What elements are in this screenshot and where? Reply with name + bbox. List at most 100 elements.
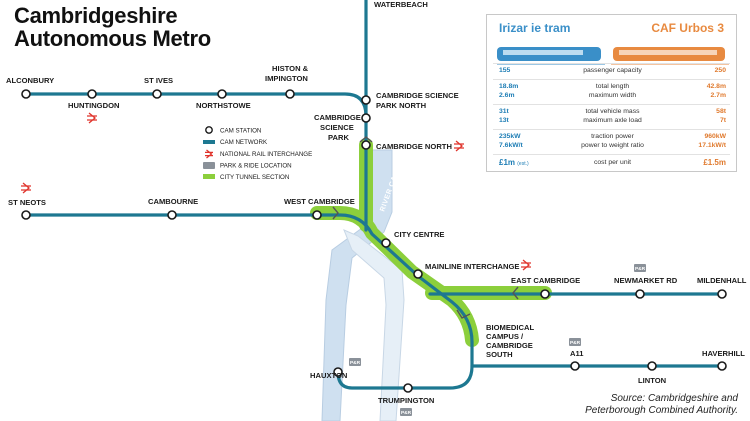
- irizar-tram-icon: [497, 47, 605, 65]
- label-east-cambridge: EAST CAMBRIDGE: [511, 276, 580, 285]
- label-science-park-3: PARK: [328, 133, 349, 142]
- svg-text:P&R: P&R: [635, 266, 646, 272]
- legend-tunnel-label: CITY TUNNEL SECTION: [220, 174, 289, 181]
- station-northstowe[interactable]: [217, 89, 227, 99]
- station-hauxton[interactable]: [333, 367, 343, 377]
- label-northstowe: NORTHSTOWE: [196, 101, 251, 110]
- label-science-park-2: SCIENCE: [320, 123, 354, 132]
- spec-left-value: 7.6kW/t: [499, 142, 523, 149]
- station-west-cambridge[interactable]: [312, 210, 322, 220]
- spec-right-value: 250: [714, 67, 726, 74]
- spec-left-value: 31t: [499, 108, 509, 115]
- label-cambridge-north: CAMBRIDGE NORTH: [376, 142, 452, 151]
- label-west-cambridge: WEST CAMBRIDGE: [284, 197, 355, 206]
- rail-icon-mainline: [521, 259, 531, 271]
- label-st-ives: ST IVES: [144, 76, 173, 85]
- label-biomedical-4: SOUTH: [486, 350, 513, 359]
- title-line-1: Cambridgeshire: [14, 3, 178, 28]
- legend-network-label: CAM NETWORK: [220, 139, 268, 146]
- station-newmarket[interactable]: [635, 289, 645, 299]
- label-mildenhall: MILDENHALL: [697, 276, 747, 285]
- park-ride-icon: P&R: [400, 408, 412, 416]
- spec-left-value: 13t: [499, 117, 509, 124]
- legend-network-swatch: [203, 140, 215, 144]
- spec-right-value: 17.1kW/t: [698, 142, 726, 149]
- label-a11: A11: [570, 349, 584, 358]
- station-east-cambridge[interactable]: [540, 289, 550, 299]
- legend-tunnel-swatch: [203, 174, 215, 179]
- label-st-neots: ST NEOTS: [8, 198, 46, 207]
- legend-station-label: CAM STATION: [220, 128, 261, 135]
- label-newmarket: NEWMARKET RD: [614, 276, 678, 285]
- station-cambridge-north[interactable]: [361, 140, 371, 150]
- divider: [493, 63, 730, 64]
- station-alconbury[interactable]: [21, 89, 31, 99]
- label-science-park-1: CAMBRIDGE: [314, 113, 361, 122]
- title-line-2: Autonomous Metro: [14, 26, 211, 51]
- spec-right-value: 58t: [716, 108, 726, 115]
- label-cambourne: CAMBOURNE: [148, 197, 198, 206]
- river-corridor: [343, 229, 405, 421]
- divider: [493, 129, 730, 130]
- source-line-2: Peterborough Combined Authority.: [585, 405, 738, 416]
- label-waterbeach: WATERBEACH: [374, 0, 428, 9]
- station-science-park[interactable]: [361, 113, 371, 123]
- legend-station-icon: [205, 126, 213, 134]
- left-vehicle-name: Irizar ie tram: [499, 21, 571, 35]
- spec-metric: passenger capacity: [583, 67, 642, 74]
- station-st-ives[interactable]: [152, 89, 162, 99]
- legend-rail-label: NATIONAL RAIL INTERCHANGE: [220, 151, 312, 158]
- label-city-centre: CITY CENTRE: [394, 230, 445, 239]
- spec-metric: traction power: [591, 133, 634, 140]
- rail-icon-huntingdon: [87, 112, 97, 124]
- spec-metric: power to weight ratio: [581, 142, 644, 149]
- vehicle-illustrations: [497, 47, 729, 65]
- station-haverhill[interactable]: [717, 361, 727, 371]
- divider: [493, 154, 730, 155]
- spec-left-value: 2.6m: [499, 92, 515, 99]
- svg-text:P&R: P&R: [570, 340, 581, 346]
- spec-left-note: (est.): [517, 161, 529, 167]
- rail-icon-cambridge-north: [454, 140, 464, 152]
- station-st-neots[interactable]: [21, 210, 31, 220]
- divider: [493, 104, 730, 105]
- portal-south: [456, 309, 471, 319]
- spec-metric: maximum axle load: [583, 117, 642, 124]
- spec-metric: maximum width: [588, 92, 637, 99]
- portal-east: [512, 286, 519, 300]
- cam-network: [24, 0, 724, 390]
- label-trumpington: TRUMPINGTON: [378, 396, 434, 405]
- spec-right-value: 7t: [719, 117, 726, 124]
- source-line-1: Source: Cambridgeshire and: [610, 393, 738, 404]
- spec-left-value: 155: [499, 67, 511, 74]
- label-biomedical-1: BIOMEDICAL: [486, 323, 534, 332]
- park-ride-icon: P&R: [569, 338, 581, 346]
- station-mainline[interactable]: [413, 269, 423, 279]
- station-cambourne[interactable]: [167, 210, 177, 220]
- spec-left-value: 235kW: [499, 133, 521, 140]
- station-city-centre[interactable]: [381, 238, 391, 248]
- station-mildenhall[interactable]: [717, 289, 727, 299]
- line-trumpington: [336, 364, 474, 390]
- label-science-park-north-1: CAMBRIDGE SCIENCE: [376, 91, 459, 100]
- rail-icon-st-neots: [21, 182, 31, 194]
- station-trumpington[interactable]: [403, 383, 413, 393]
- spec-right-value: 42.8m: [706, 83, 726, 90]
- tunnel-portals: [332, 136, 519, 319]
- station-a11[interactable]: [570, 361, 580, 371]
- station-histon[interactable]: [285, 89, 295, 99]
- svg-text:P&R: P&R: [401, 410, 412, 416]
- station-huntingdon[interactable]: [87, 89, 97, 99]
- spec-metric: total vehicle mass: [585, 108, 640, 115]
- source-credit: Source: Cambridgeshire and Peterborough …: [585, 393, 738, 417]
- label-biomedical-2: CAMPUS /: [486, 332, 524, 341]
- station-science-park-north[interactable]: [361, 95, 371, 105]
- caf-urbos-icon: [611, 47, 729, 65]
- station-linton[interactable]: [647, 361, 657, 371]
- spec-left-value: £1m (est.): [499, 158, 529, 169]
- spec-right-value: 2.7m: [710, 92, 727, 99]
- label-hauxton: HAUXTON: [310, 371, 347, 380]
- vehicle-comparison-panel: Irizar ie tram CAF Urbos 3 155 passenger…: [486, 14, 737, 172]
